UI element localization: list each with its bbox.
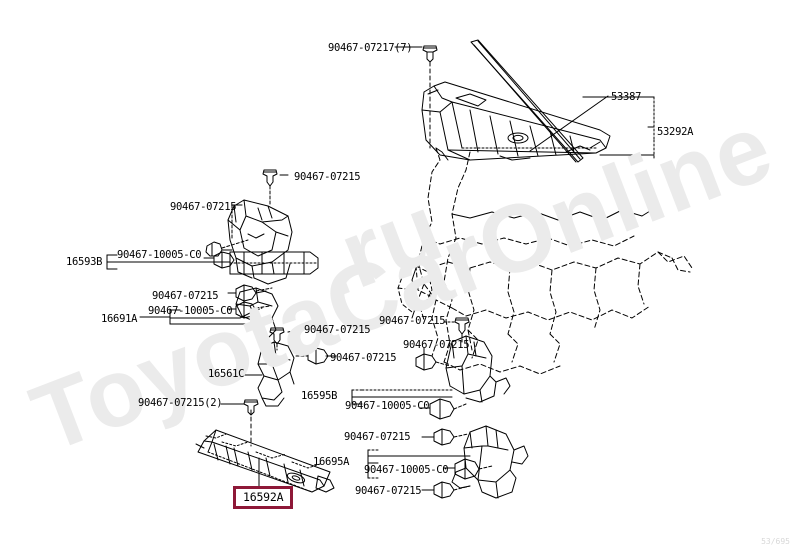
label-16595B: 16595B: [301, 390, 338, 402]
part-16695A-radiator-bracket-right: [451, 425, 529, 499]
radiator-support-frame-phantom: [417, 147, 693, 375]
clip-90467-07215-f: [454, 317, 470, 335]
label-90467-07215-g: 90467-07215: [403, 339, 470, 351]
label-90467-10005-C0-a: 90467-10005-C0: [117, 249, 202, 261]
label-16593B: 16593B: [66, 256, 103, 268]
clip-90467-07215-2: [243, 399, 259, 416]
label-90467-07215-d: 90467-07215: [304, 324, 371, 336]
clip-90467-07217: [422, 45, 438, 63]
part-16595B-radiator-lower-bracket: [445, 335, 511, 403]
label-90467-07215-2: 90467-07215(2): [138, 397, 223, 409]
label-90467-07215-i: 90467-07215: [355, 485, 422, 497]
clip-90467-07215-a: [262, 169, 278, 187]
label-90467-10005-C0-b: 90467-10005-C0: [148, 305, 233, 317]
radiator-support-frame-solid: [411, 147, 659, 319]
label-90467-07215-f: 90467-07215: [379, 315, 446, 327]
fender-phantom: [397, 265, 433, 313]
grommet-90467-10005-C0-a: [213, 251, 235, 269]
label-53292A: 53292A: [657, 126, 694, 138]
clip-90467-07215-d: [269, 327, 285, 345]
label-53387: 53387: [611, 91, 642, 103]
label-90467-07217-7: 90467-07217(7): [328, 42, 413, 54]
clip-90467-07215-c: [235, 284, 267, 302]
grommet-90467-10005-C0-c: [429, 398, 455, 420]
part-53387-hood-seal-strip: [470, 39, 584, 163]
part-16593B-radiator-side-bracket: [227, 199, 293, 285]
label-90467-07215-b: 90467-07215: [170, 201, 237, 213]
grommet-90467-10005-C0-b: [235, 301, 257, 319]
label-90467-07215-h: 90467-07215: [344, 431, 411, 443]
part-16691A-arm: [169, 311, 253, 319]
highlighted-part-number-16592A[interactable]: 16592A: [233, 486, 294, 509]
grommet-90467-10005-C0-d: [454, 458, 480, 480]
clip-90467-07215-h: [433, 428, 455, 446]
label-16691A: 16691A: [101, 313, 138, 325]
clip-90467-07215-i: [433, 481, 455, 499]
label-90467-07215-a: 90467-07215: [294, 171, 361, 183]
label-90467-07215-c: 90467-07215: [152, 290, 219, 302]
label-16695A: 16695A: [313, 456, 350, 468]
part-53292A-hood-upper-panel: [421, 81, 611, 161]
label-90467-10005-C0-d: 90467-10005-C0: [364, 464, 449, 476]
label-90467-10005-C0-c: 90467-10005-C0: [345, 400, 430, 412]
part-16561C-radiator-support-piece: [257, 341, 295, 407]
label-16561C: 16561C: [208, 368, 245, 380]
part-16592A-radiator-support-lower-member: [195, 429, 335, 493]
diagram-corner-code: 53/695: [761, 537, 790, 546]
clip-90467-07215-e: [307, 347, 329, 365]
clip-90467-07215-g: [415, 353, 437, 371]
label-90467-07215-e: 90467-07215: [330, 352, 397, 364]
